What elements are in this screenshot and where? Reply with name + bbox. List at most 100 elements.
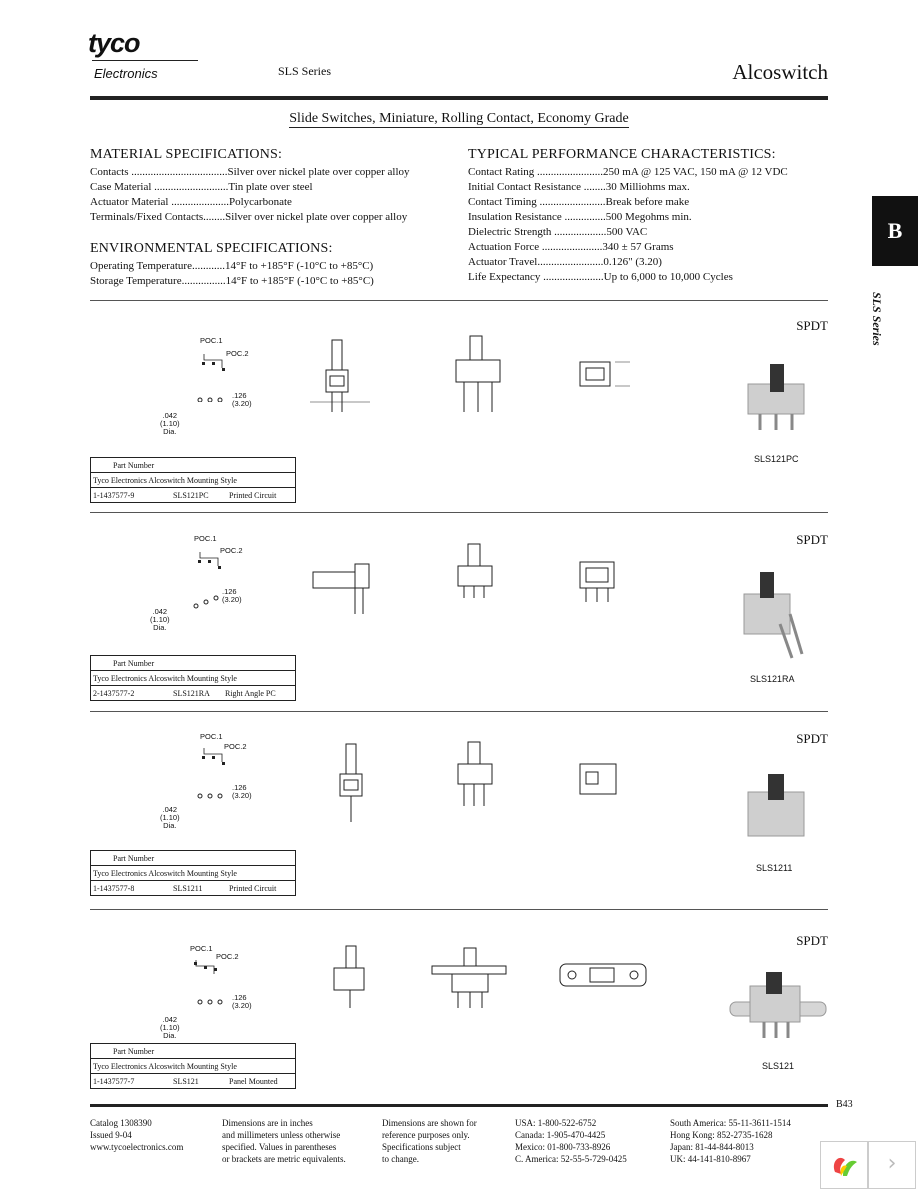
spec-row: Terminals/Fixed Contacts........Silver o… xyxy=(90,211,408,223)
mount-style: Right Angle PC xyxy=(225,689,276,698)
pitch-dim: .126(3.20) xyxy=(232,783,252,800)
top-view-drawing xyxy=(579,561,615,602)
side-view-drawing xyxy=(310,339,370,412)
spec-row: Actuation Force ......................34… xyxy=(468,241,674,253)
part-number-table: Part Number Tyco Electronics Alcoswitch … xyxy=(90,655,296,701)
logo-subtitle: Electronics xyxy=(94,66,158,81)
pc-layout-drawing xyxy=(194,960,223,1005)
product-block: SPDT POC.1 POC.2 .126(3.20) .042(1.10)Di… xyxy=(90,312,828,508)
pitch-dim: .126(3.20) xyxy=(222,587,242,604)
section-tab: B xyxy=(872,196,918,266)
switch-type: SPDT xyxy=(796,532,828,547)
poc2-label: POC.2 xyxy=(220,546,243,555)
top-view-drawing xyxy=(579,361,630,387)
logo-divider xyxy=(92,60,198,61)
part-number-table: Part Number Tyco Electronics Alcoswitch … xyxy=(90,1043,296,1089)
spec-row: Case Material ..........................… xyxy=(90,181,313,193)
part-number: 1-1437577-9 xyxy=(93,491,135,500)
page-number: B43 xyxy=(836,1099,853,1110)
switch-photo xyxy=(747,364,805,430)
poc1-label: POC.1 xyxy=(200,732,223,741)
hole-dim: .042(1.10)Dia. xyxy=(160,805,180,830)
section-tab-text: SLS Series xyxy=(870,292,884,346)
poc1-label: POC.1 xyxy=(190,944,213,953)
pitch-dim: .126(3.20) xyxy=(232,993,252,1010)
brand-name: Alcoswitch xyxy=(732,60,828,84)
front-view-drawing xyxy=(455,335,501,412)
pc-layout-drawing xyxy=(193,552,221,609)
product-block: SPDT POC.1 POC.2 .126(3.20) .042(1.10)Di… xyxy=(90,722,828,906)
product-block: SPDT POC.1 POC.2 .126(3.20) .042(1.10)Di… xyxy=(90,920,828,1098)
mount-style: Printed Circuit xyxy=(229,491,277,500)
viewer-logo-button[interactable] xyxy=(820,1141,868,1189)
part-number: 1-1437577-8 xyxy=(93,884,135,893)
performance-heading: TYPICAL PERFORMANCE CHARACTERISTICS: xyxy=(468,147,776,162)
switch-type: SPDT xyxy=(796,731,828,746)
page-title: Slide Switches, Miniature, Rolling Conta… xyxy=(289,111,629,128)
spec-row: Life Expectancy ......................Up… xyxy=(468,271,733,283)
switch-type: SPDT xyxy=(796,318,828,333)
spec-row: Actuator Travel........................0… xyxy=(468,256,662,268)
front-view-drawing xyxy=(457,543,493,598)
spec-row: Storage Temperature................14°F … xyxy=(90,275,374,287)
pitch-dim: .126(3.20) xyxy=(232,391,252,408)
section-divider xyxy=(90,512,828,513)
spec-row: Contact Timing ........................B… xyxy=(468,196,690,208)
switch-photo xyxy=(729,972,827,1038)
part-number: 1-1437577-7 xyxy=(93,1077,135,1086)
spec-row: Contacts ...............................… xyxy=(90,166,410,178)
section-divider xyxy=(90,711,828,712)
model-number: SLS121PC xyxy=(173,491,209,500)
spec-row: Dielectric Strength ...................5… xyxy=(468,226,648,238)
website-link[interactable]: www.tycoelectronics.com xyxy=(90,1142,184,1152)
poc1-label: POC.1 xyxy=(200,336,223,345)
poc1-label: POC.1 xyxy=(194,534,217,543)
product-block: SPDT POC.1 POC.2 .126(3.20) .042(1.10)Di… xyxy=(90,524,828,708)
material-specs: MATERIAL SPECIFICATIONS: Contacts ......… xyxy=(90,147,410,225)
switch-photo xyxy=(743,572,804,659)
footer-rule xyxy=(90,1104,828,1107)
pc-layout-drawing xyxy=(197,354,225,402)
part-number-table: Part Number Tyco Electronics Alcoswitch … xyxy=(90,850,296,896)
side-view-drawing xyxy=(312,563,370,614)
poc2-label: POC.2 xyxy=(216,952,239,961)
part-number-table: Part Number Tyco Electronics Alcoswitch … xyxy=(90,457,296,503)
spec-row: Insulation Resistance ...............500… xyxy=(468,211,692,223)
hole-dim: .042(1.10)Dia. xyxy=(160,1015,180,1040)
front-view-drawing xyxy=(457,741,493,806)
hole-dim: .042(1.10)Dia. xyxy=(150,607,170,632)
environmental-specs: ENVIRONMENTAL SPECIFICATIONS: Operating … xyxy=(90,241,374,289)
chevron-right-icon: › xyxy=(887,1151,897,1176)
tyco-logo: tyco xyxy=(88,28,141,58)
poc2-label: POC.2 xyxy=(224,742,247,751)
spec-row: Actuator Material .....................P… xyxy=(90,196,292,208)
performance-specs: TYPICAL PERFORMANCE CHARACTERISTICS: Con… xyxy=(468,147,788,285)
model-number: SLS1211 xyxy=(173,884,203,893)
top-view-drawing xyxy=(579,763,617,795)
section-divider xyxy=(90,300,828,301)
spec-row: Initial Contact Resistance ........30 Mi… xyxy=(468,181,690,193)
top-view-drawing xyxy=(559,963,647,987)
switch-photo xyxy=(747,774,805,837)
next-page-button[interactable]: › xyxy=(868,1141,916,1189)
switch-type: SPDT xyxy=(796,933,828,948)
model-number: SLS121RA xyxy=(173,689,210,698)
switch-photo-label: SLS121RA xyxy=(750,674,795,684)
side-view-drawing xyxy=(333,945,365,1008)
spec-row: Operating Temperature............14°F to… xyxy=(90,260,374,272)
side-view-drawing xyxy=(339,743,363,822)
pc-layout-drawing xyxy=(197,748,225,799)
section-divider xyxy=(90,909,828,910)
leaf-logo-icon xyxy=(833,1157,857,1176)
hole-dim: .042(1.10)Dia. xyxy=(160,411,180,436)
front-view-drawing xyxy=(431,947,507,1008)
spec-row: Contact Rating ........................2… xyxy=(468,166,788,178)
part-number: 2-1437577-2 xyxy=(93,689,135,698)
mount-style: Printed Circuit xyxy=(229,884,277,893)
poc2-label: POC.2 xyxy=(226,349,249,358)
